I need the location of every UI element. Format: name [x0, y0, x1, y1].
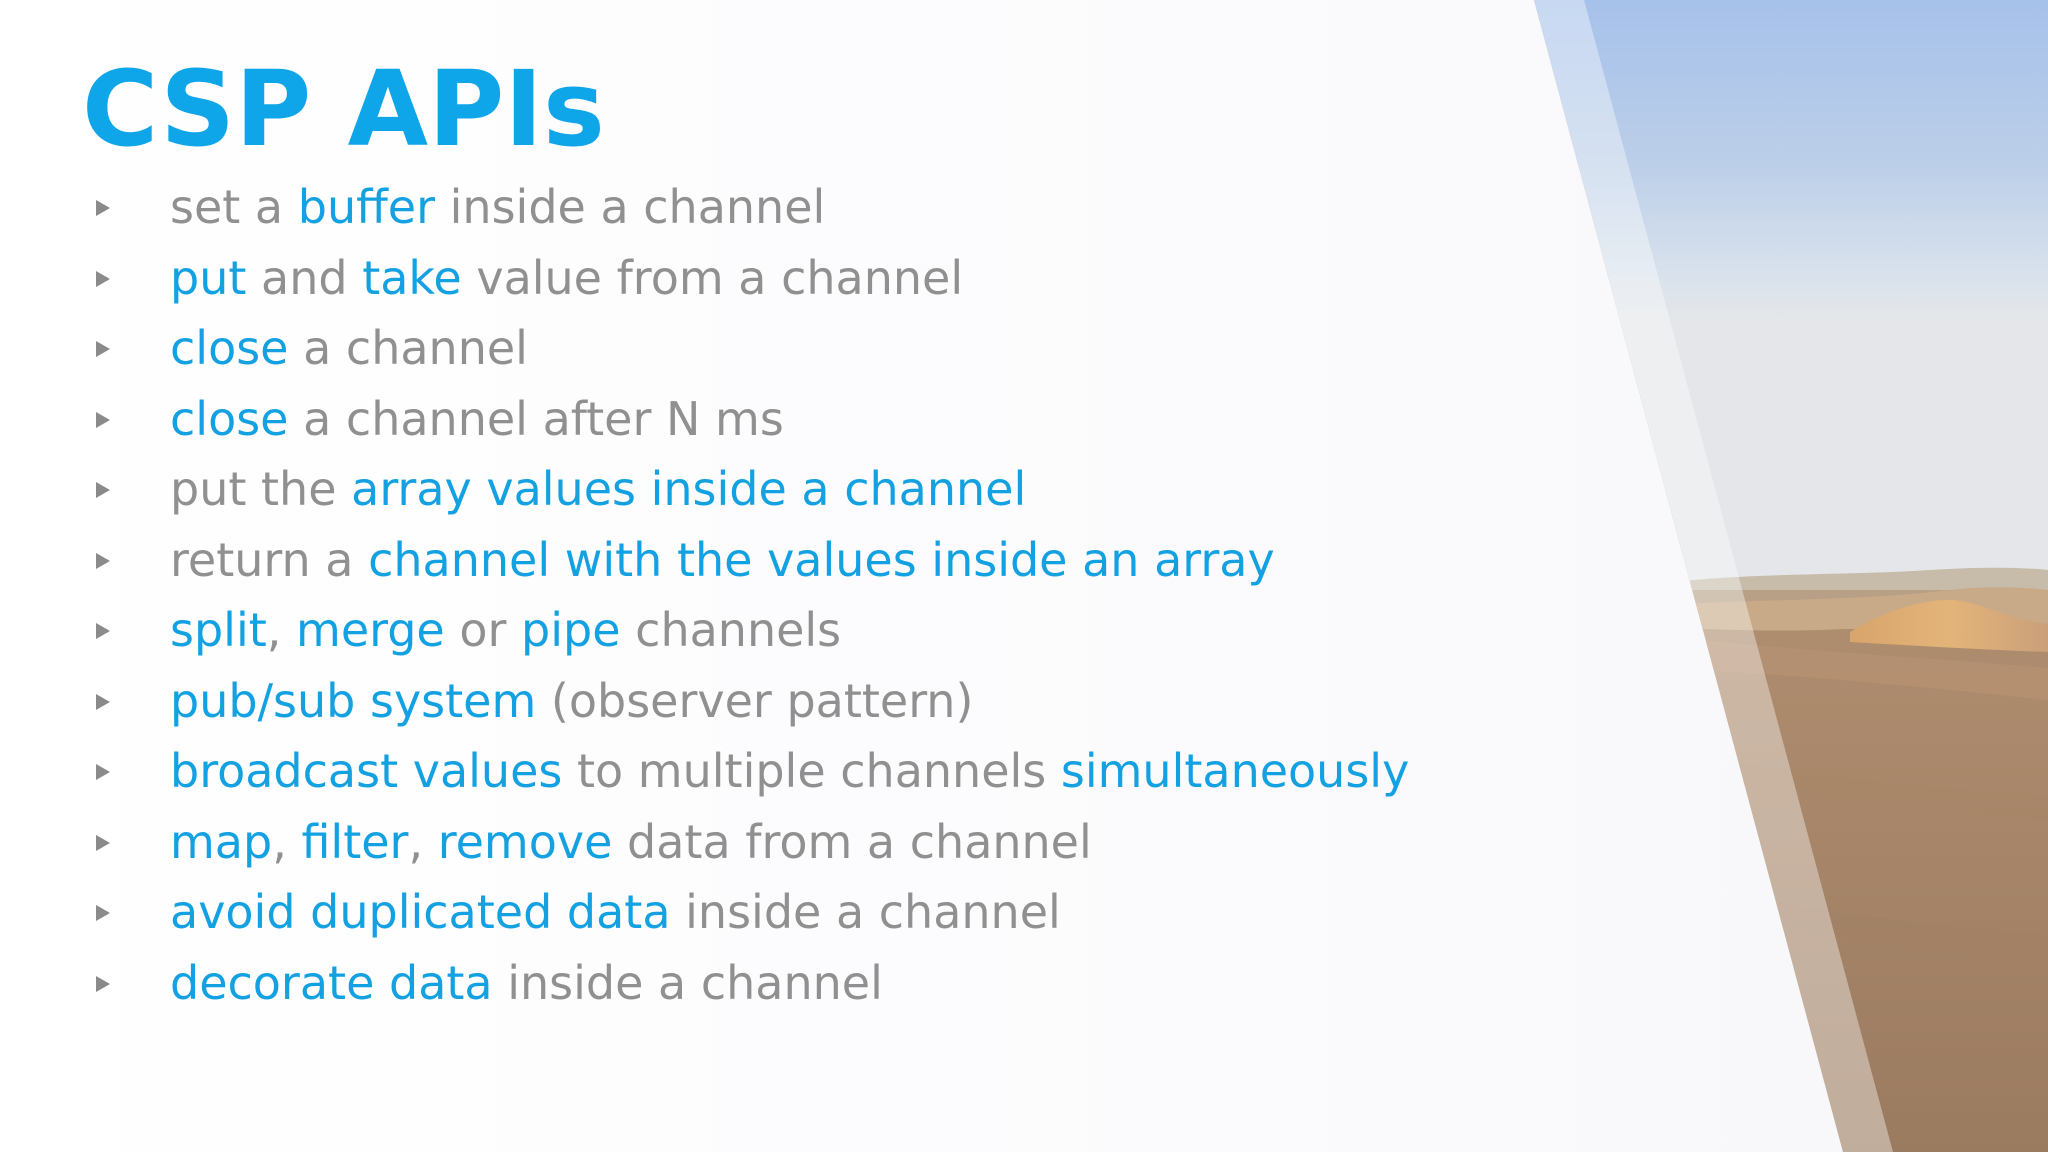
triangle-bullet-icon — [96, 270, 110, 287]
triangle-bullet-icon — [96, 905, 110, 921]
bullet-text: (observer pattern) — [536, 673, 974, 728]
highlighted-text: map — [170, 814, 273, 869]
triangle-bullet-icon — [96, 834, 110, 851]
highlighted-text: remove — [437, 814, 613, 869]
highlighted-text: merge — [296, 603, 445, 657]
bullet-text: data from a channel — [612, 814, 1092, 869]
bullet-text: a channel after N ms — [288, 391, 784, 446]
highlighted-text: pipe — [521, 603, 621, 657]
triangle-bullet-icon — [96, 411, 110, 428]
bullet-item: avoid duplicated data inside a channel — [96, 877, 1409, 948]
bullet-text: return a — [170, 532, 369, 587]
triangle-bullet-icon — [96, 200, 110, 216]
highlighted-text: simultaneously — [1060, 744, 1410, 798]
bullet-text: inside a channel — [435, 180, 826, 234]
highlighted-text: array values inside a channel — [351, 462, 1027, 516]
slide-title: CSP APIs — [82, 48, 605, 170]
triangle-bullet-icon — [96, 693, 110, 710]
bullet-text: and — [246, 250, 363, 305]
highlighted-text: decorate data — [170, 955, 493, 1010]
bullet-item: broadcast values to multiple channels si… — [96, 736, 1409, 807]
highlighted-text: channel with the values inside an array — [368, 532, 1275, 587]
bullet-item: put the array values inside a channel — [96, 454, 1409, 525]
triangle-bullet-icon — [96, 552, 110, 569]
highlighted-text: close — [170, 321, 289, 375]
bullet-item: close a channel after N ms — [96, 384, 1409, 455]
bullet-text: value from a channel — [461, 250, 964, 305]
bullet-item: decorate data inside a channel — [96, 948, 1409, 1019]
highlighted-text: avoid duplicated data — [170, 885, 671, 939]
bullet-text: inside a channel — [492, 955, 883, 1010]
bullet-text: inside a channel — [670, 885, 1061, 939]
bullet-item: pub/sub system (observer pattern) — [96, 666, 1409, 737]
bullet-text: to multiple channels — [562, 744, 1061, 798]
triangle-bullet-icon — [96, 975, 110, 992]
bullet-item: map, filter, remove data from a channel — [96, 807, 1409, 878]
highlighted-text: split — [170, 603, 267, 657]
triangle-bullet-icon — [96, 482, 110, 498]
bullet-text: , — [266, 603, 297, 657]
bullet-item: close a channel — [96, 313, 1409, 384]
bullet-item: return a channel with the values inside … — [96, 525, 1409, 596]
bullet-text: , — [408, 814, 438, 869]
highlighted-text: take — [362, 250, 462, 305]
triangle-bullet-icon — [96, 341, 110, 357]
bullet-text: put the — [170, 462, 352, 516]
highlighted-text: put — [170, 250, 247, 305]
bullet-item: set a buffer inside a channel — [96, 172, 1409, 243]
highlighted-text: close — [170, 391, 289, 446]
highlighted-text: pub/sub system — [170, 673, 537, 728]
bullet-text: set a — [170, 180, 298, 234]
bullet-text: , — [272, 814, 302, 869]
highlighted-text: buffer — [297, 180, 436, 234]
bullet-text: channels — [620, 603, 842, 657]
triangle-bullet-icon — [96, 623, 110, 639]
highlighted-text: filter — [301, 814, 409, 869]
bullet-item: put and take value from a channel — [96, 243, 1409, 314]
bullet-text: a channel — [288, 321, 528, 375]
bullet-text: or — [444, 603, 522, 657]
triangle-bullet-icon — [96, 764, 110, 780]
bullet-item: split, merge or pipe channels — [96, 595, 1409, 666]
highlighted-text: broadcast values — [170, 744, 563, 798]
